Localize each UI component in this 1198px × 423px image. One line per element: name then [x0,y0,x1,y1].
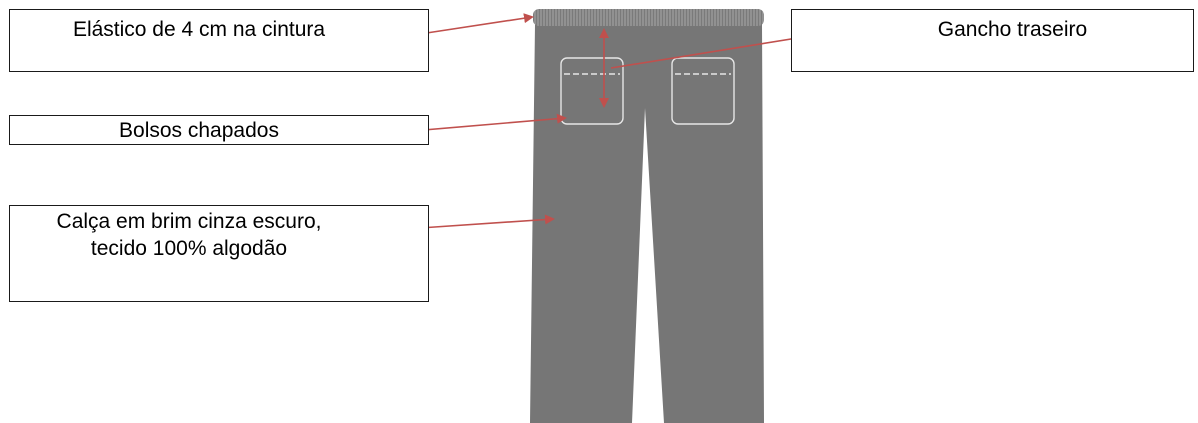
fabric-callout: Calça em brim cinza escuro, tecido 100% … [9,205,429,302]
right-patch-pocket [671,57,735,125]
fabric-leader-line [419,214,555,229]
pockets-leader-line [411,113,567,132]
pants-body [530,24,764,423]
fabric-callout-text: Calça em brim cinza escuro, tecido 100% … [56,210,322,260]
waistband-callout-text: Elástico de 4 cm na cintura [72,18,326,41]
back-hook-callout: Gancho traseiro [791,9,1194,72]
back-hook-leader-line [610,33,823,69]
waistband-callout: Elástico de 4 cm na cintura [9,9,429,72]
back-hook-callout-text: Gancho traseiro [937,18,1088,41]
elastic-waistband [533,9,764,26]
patch-pockets-callout: Bolsos chapados [9,115,429,145]
left-patch-pocket [560,57,624,125]
waistband-leader-line [419,13,534,35]
patch-pockets-callout-text: Bolsos chapados [119,119,279,142]
